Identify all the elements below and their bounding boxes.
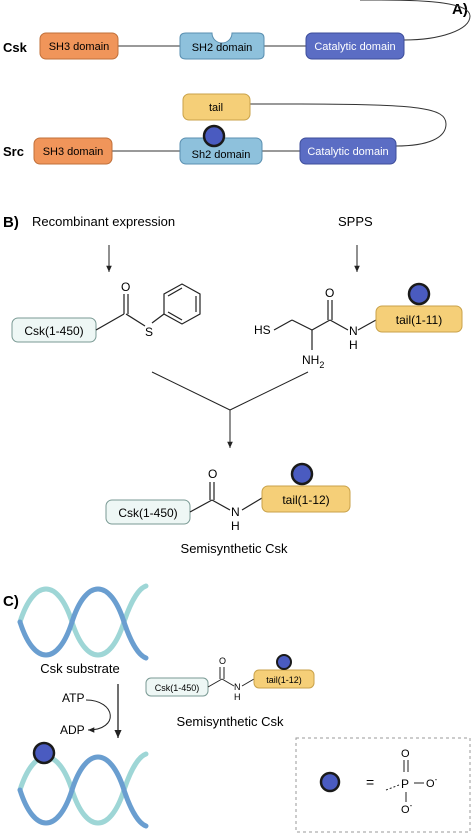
src-label: Src [3,144,24,159]
peptide-nh2-label: NH2 [302,353,324,370]
peptide-structure [273,300,377,350]
enzyme-phosphate-circle [276,654,292,670]
legend-o-bottom: O- [401,801,413,816]
enzyme-n-label: N [234,682,241,692]
legend-equals: = [366,774,374,790]
product-tail-box [261,485,351,513]
legend-box [295,737,471,833]
product-phosphate-circle [290,462,314,486]
peptide-phosphate-circle [407,282,431,306]
csk-c-terminal-loop [360,0,471,41]
legend-o-right: O- [426,775,438,790]
product-tail-label: tail(1-12) [282,493,329,507]
csk-label: Csk [3,40,28,55]
dna-top-helix [17,583,149,661]
legend-phosphate-structure [385,760,424,802]
src-tail-domain [182,93,251,121]
peptide-tail-box [375,305,463,333]
enzyme-caption: Semisynthetic Csk [177,714,284,729]
csk-sh2-domain [179,32,265,60]
enzyme-protein-label: Csk(1-450) [155,683,200,693]
src-catalytic-domain [299,137,397,165]
product-o-label: O [208,467,217,481]
thioester-o-label: O [121,280,130,294]
peptide-n-label: N [349,324,358,338]
csk-sh3-domain [39,32,119,60]
product-caption: Semisynthetic Csk [181,541,288,556]
adp-label: ADP [60,723,85,737]
enzyme-tail-label: tail(1-12) [266,675,302,685]
thioester-structure [95,283,201,331]
peptide-hs-label: HS [254,323,271,337]
product-structure [189,482,263,513]
spps-label: SPPS [338,214,373,229]
enzyme-structure [207,667,255,688]
thioester-s-label: S [145,325,153,339]
substrate-phosphate-circle [32,741,56,765]
peptide-o-label: O [325,286,334,300]
recombinant-expression-label: Recombinant expression [32,214,175,229]
src-sh3-domain [33,137,113,165]
dna-bottom-helix [17,751,149,829]
peptide-tail-label: tail(1-11) [396,313,442,327]
csk-catalytic-domain [305,32,405,60]
src-phosphate-circle [202,124,226,148]
src-sh3-label: SH3 domain [43,146,104,158]
atp-adp-curve [85,699,111,733]
product-h-label: H [231,519,240,533]
legend-phosphate-circle [319,771,341,793]
csk-sh2-label: SH2 domain [192,42,253,54]
panel-c-label: C) [3,593,19,610]
merge-line-left [151,371,231,411]
thioester-protein-label: Csk(1-450) [24,324,83,338]
product-protein-label: Csk(1-450) [118,506,177,520]
enzyme-h-label: H [234,692,241,702]
csk-sh3-label: SH3 domain [49,41,110,53]
src-sh2-label: Sh2 domain [192,149,251,161]
legend-o-top: O [401,748,410,760]
enzyme-o-label: O [219,656,226,666]
merge-line-right [229,371,309,411]
src-c-terminal-loop [250,103,447,147]
csk-substrate-caption: Csk substrate [40,661,119,676]
src-tail-label: tail [209,102,223,114]
legend-p-label: P [401,777,409,791]
panel-b-label: B) [3,214,19,231]
csk-catalytic-label: Catalytic domain [314,41,395,53]
peptide-h-label: H [349,338,358,352]
atp-label: ATP [62,691,84,705]
src-catalytic-label: Catalytic domain [307,146,388,158]
product-n-label: N [231,505,240,519]
